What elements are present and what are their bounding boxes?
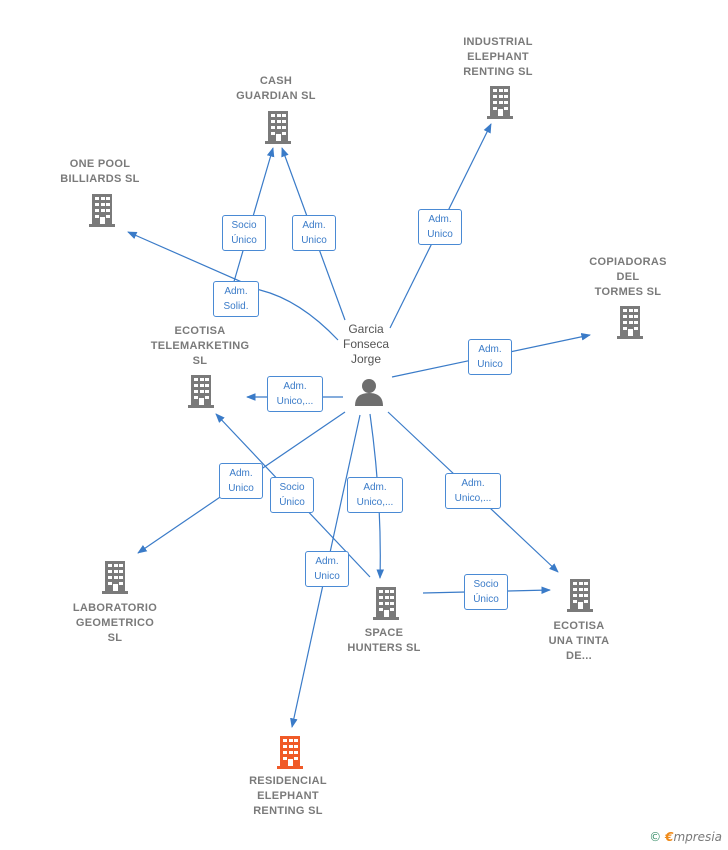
person-icon <box>355 379 383 406</box>
edge-label-socio-unico[interactable]: Socio Único <box>270 477 314 513</box>
edge-label-adm-unico[interactable]: Adm. Unico,... <box>267 376 323 412</box>
edge-label-adm-solid[interactable]: Adm. Solid. <box>213 281 259 317</box>
company-copiadoras[interactable]: COPIADORAS DEL TORMES SL <box>589 256 667 298</box>
brand-name: mpresia <box>673 830 722 844</box>
edge-label-adm-unico[interactable]: Adm. Unico <box>292 215 336 251</box>
copyright-icon: © <box>649 830 662 844</box>
building-icon-highlight <box>277 736 303 769</box>
company-residencial[interactable]: RESIDENCIAL ELEPHANT RENTING SL <box>249 775 327 817</box>
company-laboratorio[interactable]: LABORATORIO GEOMETRICO SL <box>72 602 158 644</box>
company-ecotisa-tinta[interactable]: ECOTISA UNA TINTA DE... <box>548 620 610 662</box>
person-name[interactable]: Garcia Fonseca Jorge <box>342 322 390 366</box>
company-ecotisa-telemarketing[interactable]: ECOTISA TELEMARKETING SL <box>150 325 250 367</box>
building-icon <box>188 375 214 408</box>
company-space-hunters[interactable]: SPACE HUNTERS SL <box>347 627 421 654</box>
brand-logo-mark: € <box>665 830 674 844</box>
edge-label-adm-unico[interactable]: Adm. Unico <box>418 209 462 245</box>
building-icon <box>567 579 593 612</box>
building-icon <box>487 86 513 119</box>
company-one-pool[interactable]: ONE POOL BILLIARDS SL <box>60 158 140 185</box>
edge-label-adm-unico[interactable]: Adm. Unico,... <box>445 473 501 509</box>
building-icon <box>373 587 399 620</box>
edge-label-adm-unico[interactable]: Adm. Unico <box>305 551 349 587</box>
edge-label-socio-unico[interactable]: Socio Único <box>464 574 508 610</box>
edge-label-adm-unico[interactable]: Adm. Unico,... <box>347 477 403 513</box>
building-icon <box>102 561 128 594</box>
company-cash-guardian[interactable]: CASH GUARDIAN SL <box>236 75 316 102</box>
edge-label-adm-unico[interactable]: Adm. Unico <box>219 463 263 499</box>
edge-to-one-pool <box>127 231 339 341</box>
building-icon <box>89 194 115 227</box>
edge-label-socio-unico[interactable]: Socio Único <box>222 215 266 251</box>
brand-footer[interactable]: © €mpresia <box>649 830 722 844</box>
company-industrial-elephant[interactable]: INDUSTRIAL ELEPHANT RENTING SL <box>463 36 533 78</box>
edge-label-adm-unico[interactable]: Adm. Unico <box>468 339 512 375</box>
building-icon <box>265 111 291 144</box>
building-icon <box>617 306 643 339</box>
